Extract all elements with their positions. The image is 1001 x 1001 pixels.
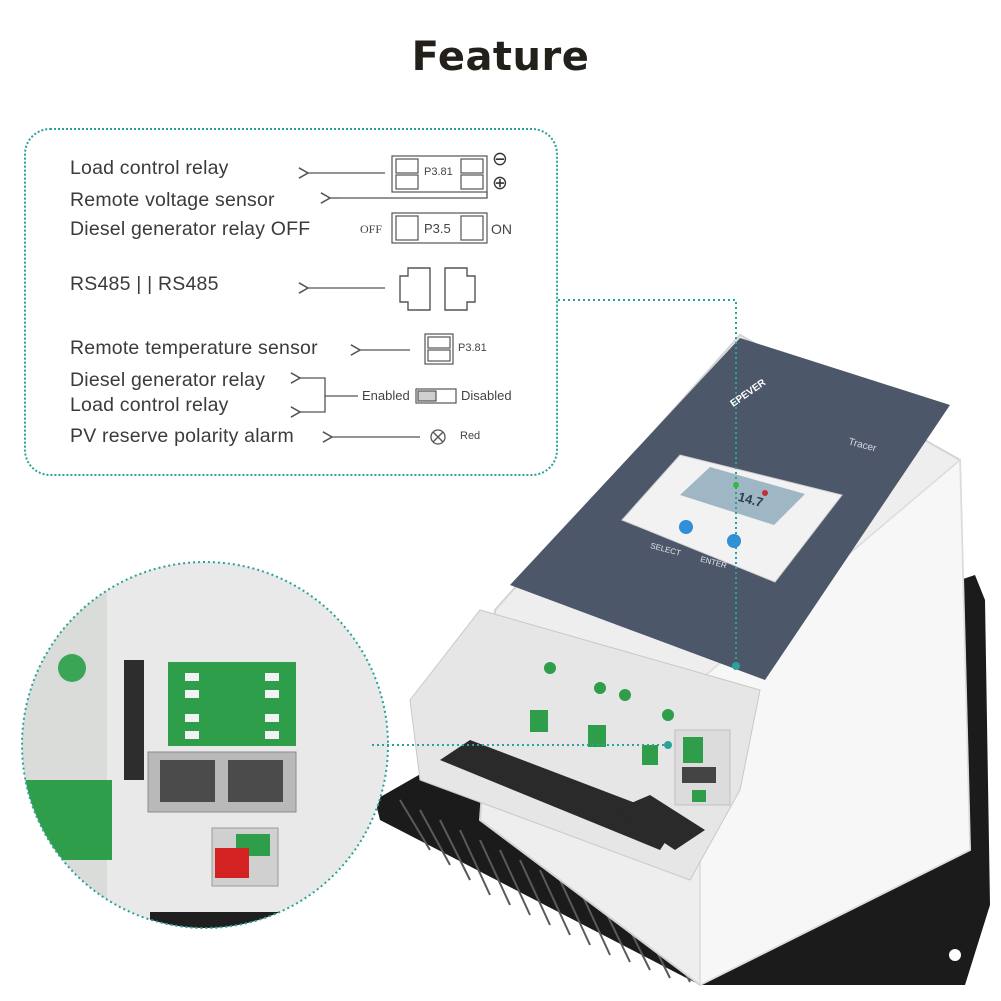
- enter-button: [727, 534, 741, 548]
- zoom-rj45-right: [228, 760, 283, 802]
- leader-dot-1: [732, 662, 740, 670]
- zoom-green-left: [22, 780, 112, 860]
- label-diesel-generator-relay: Diesel generator relay: [70, 369, 266, 391]
- label-p381-temp: P3.81: [458, 342, 487, 354]
- label-on: ON: [491, 221, 512, 237]
- label-p381: P3.81: [424, 166, 453, 178]
- green-port-3: [619, 689, 631, 701]
- minus-icon: ⊖: [492, 149, 508, 170]
- zoom-circle: [21, 561, 389, 929]
- label-load-control-relay-2: Load control relay: [70, 394, 229, 416]
- zoom-screw: [58, 654, 86, 682]
- plus-icon: ⊕: [492, 173, 508, 194]
- status-led-red: [762, 490, 768, 496]
- comm-small-terminal: [692, 790, 706, 802]
- zoom-dark-strip: [124, 660, 144, 780]
- mount-hole-bottom: [949, 949, 961, 961]
- dip-switch-symbol: [415, 388, 457, 404]
- terminal-symbol-p35: [391, 212, 488, 244]
- zoom-bottom-dark: [150, 912, 280, 928]
- terminal-symbol-p381: [391, 155, 488, 193]
- leader-lines: [372, 299, 737, 746]
- green-port-4: [662, 709, 674, 721]
- comm-rj45: [682, 767, 716, 783]
- green-terminal-3: [642, 745, 658, 765]
- green-terminal-2: [588, 725, 606, 747]
- device-body-side: [699, 458, 971, 987]
- label-p35: P3.5: [424, 221, 451, 236]
- feature-arrows: [290, 167, 488, 443]
- terminal-block-right: [615, 795, 705, 850]
- status-led-green: [733, 482, 739, 488]
- label-red: Red: [460, 430, 481, 442]
- lcd-bezel: [621, 454, 843, 583]
- led-alarm-symbol: [430, 429, 446, 445]
- label-rs485: RS485 | | RS485: [70, 273, 219, 295]
- terminal-symbol-temp: [424, 333, 454, 365]
- zoom-left-wall: [22, 562, 107, 928]
- label-load-control-relay: Load control relay: [70, 157, 229, 179]
- green-port-1: [544, 662, 556, 674]
- label-pv-reserve-polarity-alarm: PV reserve polarity alarm: [70, 425, 294, 447]
- lcd-screen: [680, 467, 805, 525]
- rs485-ports-symbol: [399, 267, 476, 311]
- label-enabled: Enabled: [362, 388, 410, 403]
- label-off: OFF: [360, 222, 383, 236]
- label-disabled: Disabled: [461, 388, 512, 403]
- green-port-2: [594, 682, 606, 694]
- page-title: Feature: [411, 34, 590, 80]
- terminal-block: [440, 740, 680, 850]
- label-diesel-generator-relay-off: Diesel generator relay OFF: [70, 218, 311, 240]
- zoom-red-switch: [215, 848, 249, 878]
- comm-green-terminal: [683, 737, 703, 763]
- zoom-rj45-left: [160, 760, 215, 802]
- label-remote-voltage-sensor: Remote voltage sensor: [70, 189, 275, 211]
- controller-device: [375, 333, 990, 987]
- feature-callout-box: [24, 128, 558, 476]
- leader-dot-2: [664, 741, 672, 749]
- green-terminal-1: [530, 710, 548, 732]
- select-button: [679, 520, 693, 534]
- label-remote-temperature-sensor: Remote temperature sensor: [70, 337, 318, 359]
